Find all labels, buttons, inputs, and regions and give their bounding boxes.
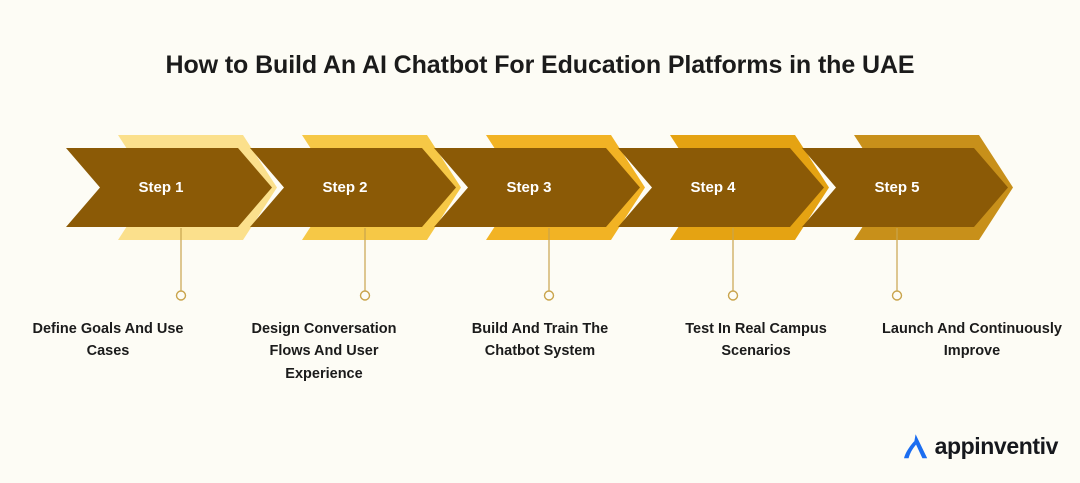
logo-wordmark: appinventiv <box>934 432 1059 459</box>
process-chevron-band: Step 1 Step 2 Step 3 Step 4 Step 5 <box>66 135 1013 240</box>
connector-dot-1 <box>175 290 187 301</box>
chevron-body-step-3[interactable] <box>434 148 640 227</box>
connector-lines <box>175 228 903 301</box>
appinventiv-a-chevron-icon <box>903 434 927 459</box>
step-caption-4: Test In Real Campus Scenarios <box>685 321 827 360</box>
chevron-fill-layer <box>66 148 1008 227</box>
chevron-step-labels: Step 1 Step 2 Step 3 Step 4 Step 5 <box>138 179 919 196</box>
page-title: How to Build An AI Chatbot For Education… <box>165 51 915 79</box>
connector-dot-4 <box>727 290 739 301</box>
step-caption-row: Define Goals And Use Cases Design Conver… <box>0 318 1080 418</box>
brand-logo[interactable]: appinventiv <box>898 429 1058 463</box>
step-label-4: Step 4 <box>690 179 736 196</box>
step-caption-1: Define Goals And Use Cases <box>32 321 184 360</box>
chevron-body-step-1[interactable] <box>66 148 272 227</box>
connector-dot-2 <box>359 290 371 301</box>
chevron-body-step-5[interactable] <box>802 148 1008 227</box>
chevron-body-step-4[interactable] <box>618 148 824 227</box>
step-label-1: Step 1 <box>138 179 183 196</box>
connector-dot-3 <box>543 290 555 301</box>
connector-dot-5 <box>891 290 903 301</box>
step-caption-3: Build And Train The Chatbot System <box>471 321 609 360</box>
step-caption-2: Design Conversation Flows And User Exper… <box>251 321 397 382</box>
step-label-2: Step 2 <box>322 179 367 196</box>
chevron-body-step-2[interactable] <box>250 148 456 227</box>
step-label-5: Step 5 <box>874 179 919 196</box>
step-label-3: Step 3 <box>506 179 551 196</box>
step-caption-5: Launch And Continuously Improve <box>882 321 1062 360</box>
